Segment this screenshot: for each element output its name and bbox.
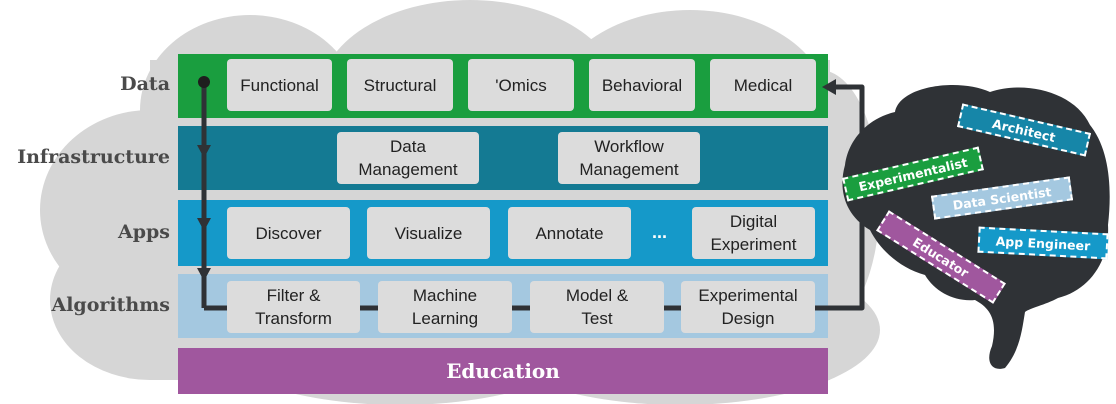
flow-arrow-down-3	[197, 268, 211, 281]
return-arrow-head	[822, 79, 836, 95]
brain-shape	[842, 84, 1110, 369]
data-item-functional: Functional	[227, 59, 332, 111]
data-item-structural: Structural	[347, 59, 453, 111]
algo-item-experimental-design: Experimental Design	[681, 281, 815, 333]
row-label-apps: Apps	[117, 221, 170, 243]
data-item-medical: Medical	[710, 59, 816, 111]
flow-start-dot	[198, 76, 210, 88]
app-item-digital-experiment: Digital Experiment	[692, 207, 815, 259]
data-item-omics: 'Omics	[468, 59, 574, 111]
infra-item-workflow-management: Workflow Management	[558, 132, 700, 184]
flow-arrow-down-1	[197, 145, 211, 158]
algo-item-model-test: Model & Test	[530, 281, 664, 333]
app-item-discover: Discover	[227, 207, 350, 259]
infra-item-data-management: Data Management	[337, 132, 479, 184]
education-band: Education	[178, 348, 828, 394]
algo-item-machine-learning: Machine Learning	[378, 281, 512, 333]
app-item-annotate: Annotate	[508, 207, 631, 259]
apps-ellipsis: ...	[652, 222, 668, 242]
row-label-algorithms: Algorithms	[51, 294, 170, 316]
infrastructure-band	[178, 126, 828, 190]
row-label-infrastructure: Infrastructure	[17, 146, 170, 168]
flow-arrow-down-2	[197, 218, 211, 231]
data-item-behavioral: Behavioral	[589, 59, 695, 111]
row-label-data: Data	[120, 73, 170, 95]
algo-item-filter-transform: Filter & Transform	[227, 281, 360, 333]
app-item-visualize: Visualize	[367, 207, 490, 259]
